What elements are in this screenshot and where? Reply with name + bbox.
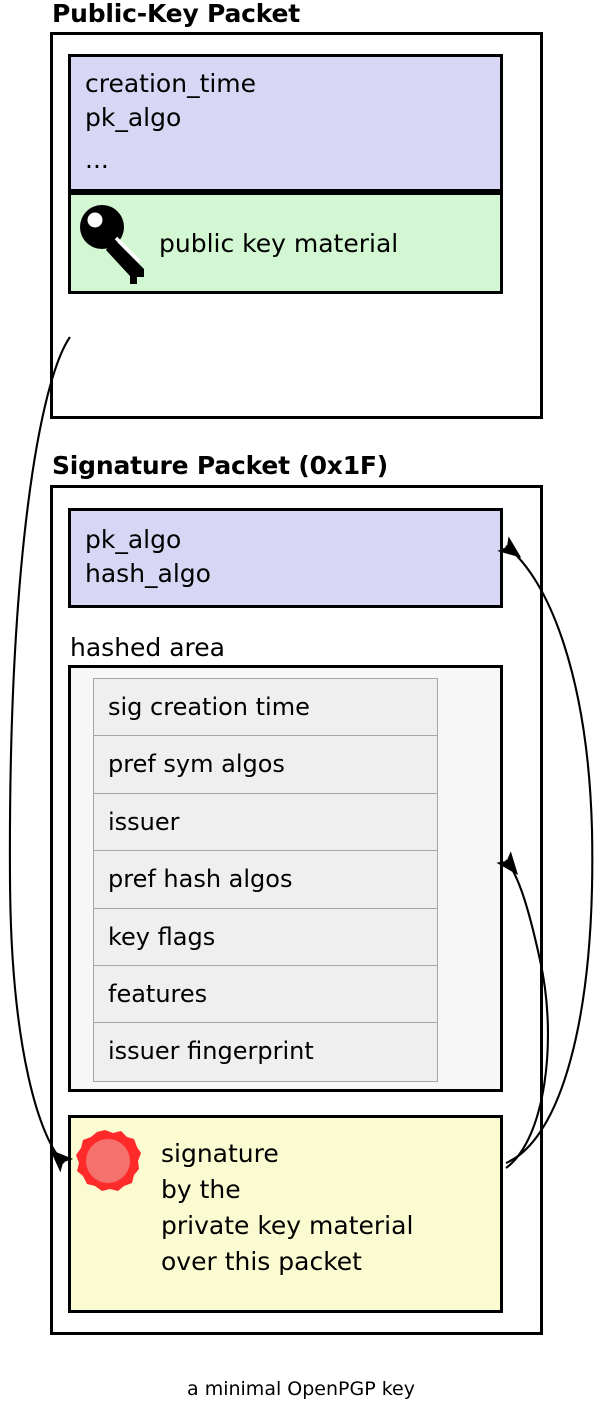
public-key-creation-time-label: creation_time bbox=[85, 69, 257, 98]
public-key-pk-algo-label: pk_algo bbox=[85, 103, 182, 132]
signature-packet-title: Signature Packet (0x1F) bbox=[52, 451, 389, 480]
subpacket-row: key flags bbox=[94, 908, 437, 966]
diagram-caption: a minimal OpenPGP key bbox=[187, 1378, 415, 1400]
signature-line-2: by the bbox=[161, 1175, 241, 1204]
public-key-packet-title: Public-Key Packet bbox=[52, 0, 301, 28]
signature-hash-algo-label: hash_algo bbox=[85, 559, 211, 588]
public-key-ellipsis-label: ... bbox=[85, 145, 109, 174]
hashed-area-label: hashed area bbox=[70, 633, 225, 662]
signature-line-4: over this packet bbox=[161, 1247, 362, 1276]
public-key-material-box: public key material bbox=[68, 192, 503, 294]
subpacket-row: features bbox=[94, 965, 437, 1024]
public-key-header-fields-box: creation_time pk_algo ... bbox=[68, 54, 503, 192]
signature-line-1: signature bbox=[161, 1139, 279, 1168]
signature-algo-fields-box: pk_algo hash_algo bbox=[68, 508, 503, 608]
signature-pk-algo-label: pk_algo bbox=[85, 525, 182, 554]
subpacket-row: issuer fingerprint bbox=[94, 1023, 437, 1081]
subpacket-row: pref sym algos bbox=[94, 736, 437, 794]
subpacket-row: pref hash algos bbox=[94, 851, 437, 909]
subpacket-row: issuer bbox=[94, 793, 437, 852]
subpacket-row: sig creation time bbox=[94, 679, 437, 737]
signature-block-box: signature by the private key material ov… bbox=[68, 1115, 503, 1313]
signature-line-3: private key material bbox=[161, 1211, 414, 1240]
public-key-material-label: public key material bbox=[159, 229, 399, 258]
